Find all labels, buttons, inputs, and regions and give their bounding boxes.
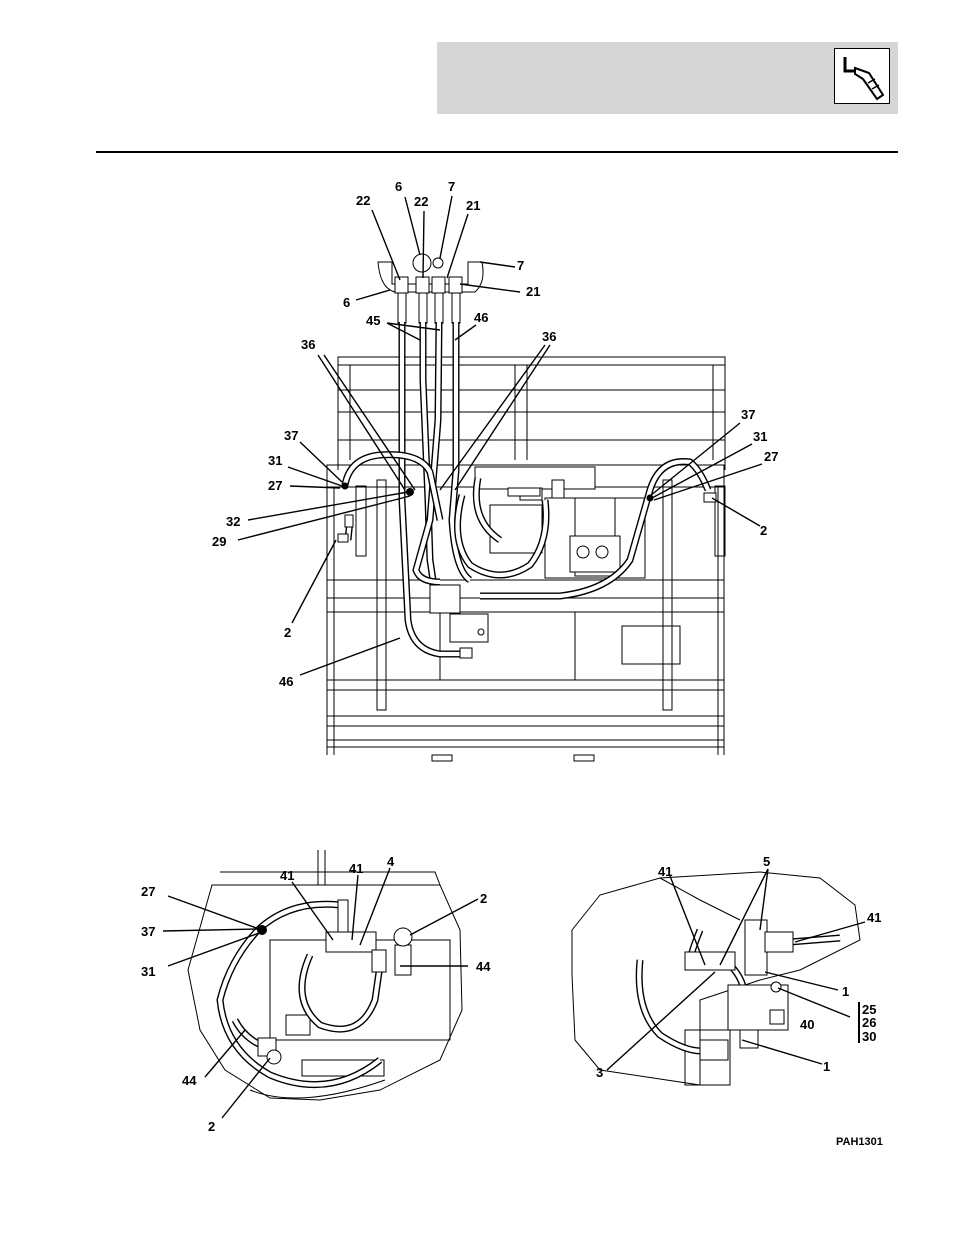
callout: 40 <box>800 1017 814 1032</box>
callout: 2 <box>480 891 487 906</box>
callout: 41 <box>658 864 672 879</box>
callout: 37 <box>141 924 155 939</box>
leader-lines-main <box>238 196 762 675</box>
callout: 36 <box>542 329 556 344</box>
callout: 5 <box>763 854 770 869</box>
callout: 41 <box>867 910 881 925</box>
callout: 37 <box>284 428 298 443</box>
callout: 2 <box>760 523 767 538</box>
callout: 3 <box>596 1065 603 1080</box>
callout: 21 <box>466 198 480 213</box>
callout: 6 <box>343 295 350 310</box>
callout: 6 <box>395 179 402 194</box>
callout: 7 <box>448 179 455 194</box>
callout: 22 <box>356 193 370 208</box>
callout: 45 <box>366 313 380 328</box>
callout: 4 <box>387 854 395 869</box>
callout: 27 <box>268 478 282 493</box>
callout: 36 <box>301 337 315 352</box>
callout: 2 <box>208 1119 215 1134</box>
callout: 22 <box>414 194 428 209</box>
callout: 37 <box>741 407 755 422</box>
callout: 26 <box>862 1015 876 1030</box>
detail-left-view: 27 37 31 41 41 4 2 44 44 2 <box>141 850 491 1134</box>
callout: 21 <box>526 284 540 299</box>
callout: 31 <box>141 964 155 979</box>
callout: 7 <box>517 258 524 273</box>
callout: 46 <box>279 674 293 689</box>
callout: 32 <box>226 514 240 529</box>
callout: 30 <box>862 1029 876 1044</box>
callout: 1 <box>842 984 849 999</box>
callout: 27 <box>141 884 155 899</box>
callout: 44 <box>476 959 491 974</box>
callout: 1 <box>823 1059 830 1074</box>
callout: 44 <box>182 1073 197 1088</box>
callout: 41 <box>280 868 294 883</box>
platform-frame <box>327 357 725 761</box>
callout: 27 <box>764 449 778 464</box>
figure-code: PAH1301 <box>836 1136 883 1148</box>
callout: 2 <box>284 625 291 640</box>
detail-right-view: 41 5 41 1 25 26 30 40 3 1 <box>572 854 881 1085</box>
callout: 41 <box>349 861 363 876</box>
callout: 31 <box>753 429 767 444</box>
callout: 29 <box>212 534 226 549</box>
callout: 46 <box>474 310 488 325</box>
callout: 31 <box>268 453 282 468</box>
